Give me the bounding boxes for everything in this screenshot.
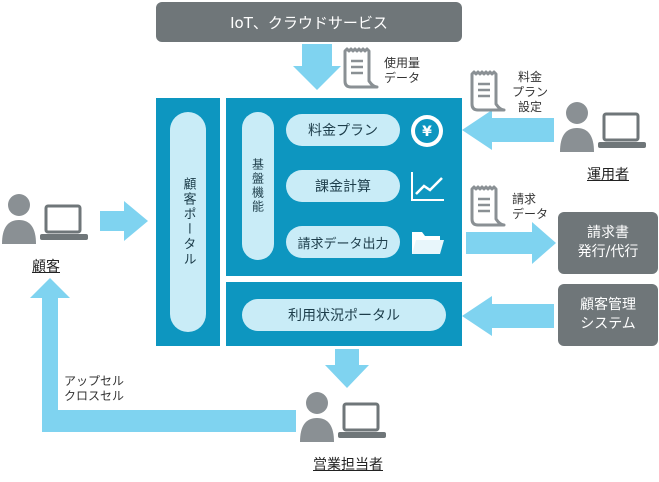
invoice-service-box: 請求書 発行/代行 bbox=[558, 212, 658, 274]
yen-icon: ¥ bbox=[411, 115, 443, 147]
usage-status-portal: 利用状況ポータル bbox=[242, 299, 446, 331]
rate-plan-setting-line2: プラン bbox=[512, 85, 549, 99]
arrow-sales-to-customer bbox=[30, 278, 296, 432]
core-functions: 基盤機能 bbox=[242, 112, 274, 260]
receipt-icon bbox=[470, 70, 506, 112]
arrow-operator-to-core bbox=[462, 110, 554, 150]
core-functions-label: 基盤機能 bbox=[250, 158, 265, 214]
billing-calc-label: 課金計算 bbox=[315, 179, 371, 195]
usage-status-portal-label: 利用状況ポータル bbox=[288, 308, 400, 324]
invoice-line1: 請求書 bbox=[587, 225, 629, 241]
platform-divider bbox=[220, 98, 226, 346]
rate-plan-setting-line3: 設定 bbox=[518, 100, 543, 114]
billing-calc-item: 課金計算 bbox=[286, 170, 400, 202]
crm-system-box: 顧客管理 システム bbox=[558, 284, 658, 346]
receipt-icon bbox=[343, 47, 379, 89]
usage-data-line1: 使用量 bbox=[384, 56, 421, 70]
billing-data-line2: データ bbox=[512, 207, 549, 221]
billing-data-line1: 請求 bbox=[512, 192, 537, 206]
upsell-line1: アップセル bbox=[64, 374, 125, 388]
arrow-down-top bbox=[293, 44, 341, 90]
usage-data-line2: データ bbox=[384, 71, 421, 85]
iot-cloud-service-box: IoT、クラウドサービス bbox=[156, 2, 462, 42]
rate-plan-label: 料金プラン bbox=[308, 123, 378, 139]
arrow-customer-to-portal bbox=[100, 201, 148, 241]
sales-person-icon bbox=[300, 392, 386, 442]
receipt-icon bbox=[470, 185, 506, 227]
rate-plan-item: 料金プラン bbox=[286, 114, 400, 146]
billing-data-output-item: 請求データ出力 bbox=[286, 226, 400, 258]
customer-person-icon bbox=[2, 194, 88, 244]
folder-icon bbox=[412, 232, 444, 254]
operator-label: 運用者 bbox=[587, 167, 629, 183]
crm-line2: システム bbox=[580, 316, 636, 332]
billing-data-note: 請求 データ bbox=[512, 192, 548, 222]
invoice-line2: 発行/代行 bbox=[577, 244, 639, 260]
sales-label: 営業担当者 bbox=[313, 457, 383, 473]
rate-plan-setting-note: 料金 プラン 設定 bbox=[512, 70, 548, 115]
platform-divider bbox=[226, 276, 462, 282]
customer-label: 顧客 bbox=[32, 259, 60, 275]
arrow-crm-to-usage-portal bbox=[462, 296, 554, 336]
rate-plan-setting-line1: 料金 bbox=[518, 70, 543, 84]
svg-text:¥: ¥ bbox=[422, 124, 432, 140]
operator-person-icon bbox=[560, 102, 646, 152]
chart-icon bbox=[411, 172, 444, 201]
upsell-line2: クロスセル bbox=[64, 389, 125, 403]
customer-portal-label: 顧客ポータル bbox=[180, 177, 196, 267]
iot-cloud-service-label: IoT、クラウドサービス bbox=[230, 13, 388, 32]
customer-portal: 顧客ポータル bbox=[170, 112, 206, 332]
arrow-down-to-sales bbox=[325, 349, 369, 388]
arrow-core-to-invoice bbox=[466, 222, 556, 264]
usage-data-note: 使用量 データ bbox=[384, 56, 420, 86]
upsell-note: アップセル クロスセル bbox=[64, 374, 124, 404]
crm-line1: 顧客管理 bbox=[580, 297, 636, 313]
billing-data-output-label: 請求データ出力 bbox=[297, 236, 389, 252]
